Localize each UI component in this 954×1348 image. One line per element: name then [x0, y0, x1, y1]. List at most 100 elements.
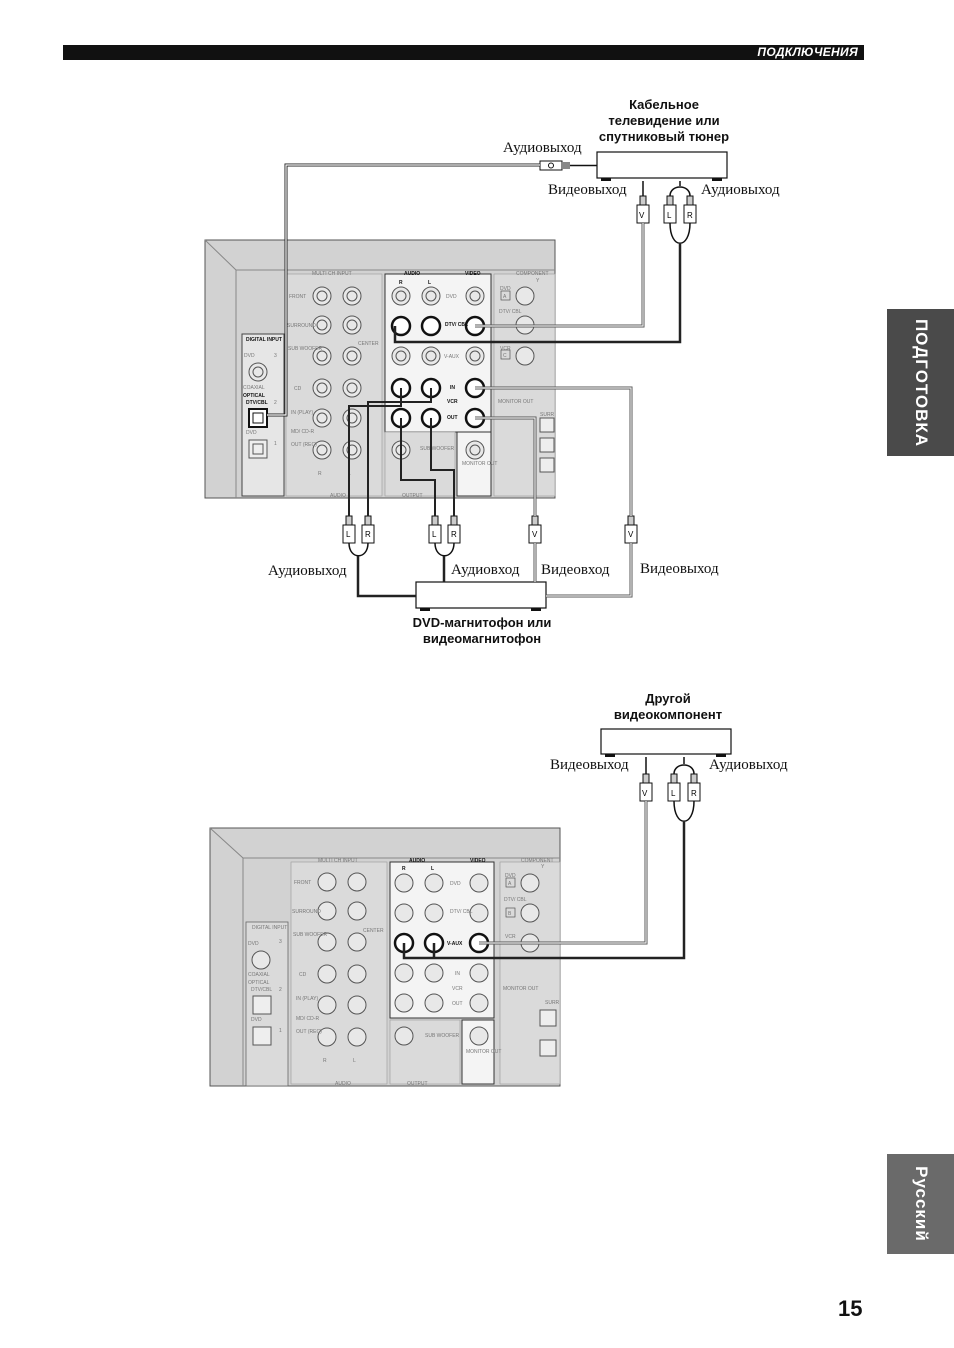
label2-center: CENTER	[363, 928, 384, 934]
label-surr: SURR	[540, 412, 555, 418]
label-tuner-video-out: Видеовыход	[548, 182, 627, 198]
label2-out: OUT	[452, 1001, 463, 1007]
recorder-device-box	[415, 581, 547, 611]
label-recorder-audio-out: Аудиовыход	[268, 563, 347, 579]
label-r-bottom: R	[318, 471, 322, 477]
plug-label-r2: R	[365, 530, 371, 539]
label2-r-top: R	[402, 866, 406, 872]
label2-monitor-out: MONITOR OUT	[466, 1049, 501, 1055]
label-center: CENTER	[358, 341, 379, 347]
label-video: VIDEO	[465, 271, 481, 277]
coaxial-plug	[539, 160, 597, 171]
label-dvd-coax: DVD	[244, 353, 255, 359]
recorder-rca-plugs: L R L R V V	[342, 515, 638, 544]
label-md-cdr: MD/ CD-R	[291, 429, 314, 435]
tuner-rca-plugs: V L R	[636, 195, 697, 224]
plug-label-l3: L	[432, 530, 437, 539]
label-other-video-out: Видеовыход	[550, 757, 629, 773]
plug-label-v1: V	[639, 211, 645, 220]
label-r-top: R	[399, 280, 403, 286]
label2-l-bottom: L	[353, 1058, 356, 1064]
tuner-title: Кабельное телевидение или спутниковый тю…	[588, 97, 740, 145]
tuner-title-line3: спутниковый тюнер	[598, 129, 730, 144]
label2-coaxial: COAXIAL	[248, 972, 270, 978]
label2-comp-b: B	[508, 911, 512, 917]
label2-component: COMPONENT	[521, 858, 554, 864]
plug-label-r1: R	[687, 211, 693, 220]
label-comp-c: C	[503, 353, 507, 359]
tuner-device-box	[596, 151, 728, 181]
plug2-label-l: L	[671, 789, 676, 798]
label2-r-bottom: R	[323, 1058, 327, 1064]
section-header-bar: ПОДКЛЮЧЕНИЯ	[63, 45, 864, 60]
label-audio-footer: AUDIO	[330, 493, 346, 499]
other-video-device-box	[600, 728, 732, 757]
plug2-label-v: V	[642, 789, 648, 798]
label-other-audio-out: Аудиовыход	[709, 757, 788, 773]
label-cd: CD	[294, 386, 302, 392]
plug-label-v3: V	[628, 530, 634, 539]
recorder-title: DVD-магнитофон или видеомагнитофон	[396, 615, 568, 647]
label-v-aux: V-AUX	[444, 354, 460, 360]
label-dvd-optical: DVD	[246, 430, 257, 436]
label2-dtv-cbl-digital: DTV/CBL	[251, 987, 272, 993]
plug-label-v2: V	[532, 530, 538, 539]
label2-md-cdr: MD/ CD-R	[296, 1016, 319, 1022]
other-device-title-line2: видеокомпонент	[613, 707, 723, 722]
label-monitor-out: MONITOR OUT	[462, 461, 497, 467]
label2-dvd-optical: DVD	[251, 1017, 262, 1023]
label2-num-3: 3	[279, 939, 282, 945]
label2-in-play: IN (PLAY)	[296, 996, 318, 1002]
label2-out-rec: OUT (REC)	[296, 1029, 322, 1035]
plug-label-l1: L	[667, 211, 672, 220]
label2-audio-footer: AUDIO	[335, 1081, 351, 1087]
label2-dvd-av: DVD	[450, 881, 461, 887]
label2-comp-a: A	[508, 881, 512, 887]
label-dtv-cbl-digital: DTV/CBL	[246, 400, 268, 406]
label-dvd-comp: DVD	[500, 286, 511, 292]
label-multi-ch-input: MULTI CH INPUT	[312, 271, 352, 277]
label-recorder-video-in: Видеовход	[541, 562, 610, 578]
label2-monitor-out-comp: MONITOR OUT	[503, 986, 538, 992]
label-recorder-audio-in: Аудиовход	[451, 562, 520, 578]
label2-optical: OPTICAL	[248, 980, 270, 986]
label2-in: IN	[455, 971, 460, 977]
tuner-title-line1: Кабельное	[629, 97, 699, 112]
label2-audio: AUDIO	[409, 858, 425, 864]
recorder-title-line2: видеомагнитофон	[422, 631, 542, 646]
label-tuner-audio-out: Аудиовыход	[701, 182, 780, 198]
label-sub-woofer-out: SUB WOOFER	[420, 446, 455, 452]
label-monitor-out-comp: MONITOR OUT	[498, 399, 533, 405]
other-device-rca-plugs: V L R	[639, 773, 701, 802]
label-l-top: L	[428, 280, 431, 286]
label2-dtv-cbl-av: DTV/ CBL	[450, 909, 473, 915]
label2-video: VIDEO	[470, 858, 486, 864]
page-number: 15	[838, 1296, 863, 1321]
label-dvd-av: DVD	[446, 294, 457, 300]
label-comp-a: A	[503, 294, 507, 300]
label2-v-aux: V-AUX	[447, 941, 463, 947]
label2-surr: SURR	[545, 1000, 560, 1006]
label-out: OUT	[447, 415, 458, 421]
plug2-label-r: R	[691, 789, 697, 798]
label-vcr: VCR	[447, 399, 458, 405]
tab-preparation[interactable]: ПОДГОТОВКА	[887, 309, 954, 456]
other-device-title: Другой видеокомпонент	[592, 691, 744, 723]
label2-surround: SURROUND	[292, 909, 321, 915]
other-device-title-line1: Другой	[645, 691, 691, 706]
section-title: ПОДКЛЮЧЕНИЯ	[757, 45, 858, 59]
label2-front: FRONT	[294, 880, 311, 886]
label2-multi-ch-input: MULTI CH INPUT	[318, 858, 358, 864]
tab-language[interactable]: Русский	[887, 1154, 954, 1254]
label2-sub-woofer: SUB WOOFER	[293, 932, 328, 938]
plug-label-r3: R	[451, 530, 457, 539]
label2-l-top: L	[431, 866, 434, 872]
label-front: FRONT	[289, 294, 306, 300]
label2-output-footer: OUTPUT	[407, 1081, 428, 1087]
label-component: COMPONENT	[516, 271, 549, 277]
plug-label-l2: L	[346, 530, 351, 539]
label2-num-2: 2	[279, 987, 282, 993]
label-out-rec: OUT (REC)	[291, 442, 317, 448]
label-num-3: 3	[274, 353, 277, 359]
label2-digital-input: DIGITAL INPUT	[252, 925, 287, 931]
